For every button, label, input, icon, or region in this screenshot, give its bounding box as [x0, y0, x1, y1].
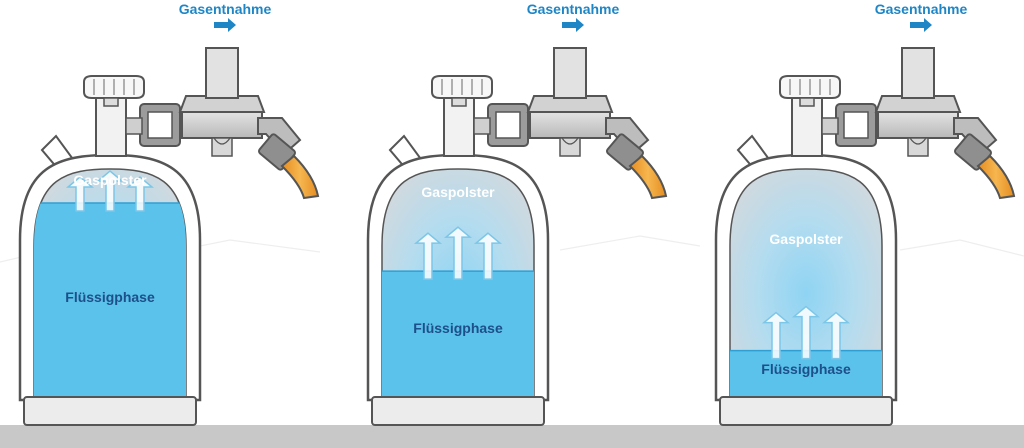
regulator-drain	[907, 137, 929, 157]
gas-outlet-label: Gasentnahme	[875, 1, 968, 17]
regulator-body	[529, 109, 611, 139]
up-arrow-icon	[65, 176, 95, 212]
gas-hose-icon	[280, 154, 320, 200]
connector-nut-face	[147, 111, 173, 139]
right-arrow-icon	[214, 18, 236, 32]
gas-hose-icon	[976, 154, 1016, 200]
right-arrow-icon	[562, 18, 584, 32]
regulator-drain	[559, 137, 581, 157]
valve-spindle	[103, 97, 119, 107]
gas-cushion-label: Gaspolster	[421, 184, 495, 200]
gas-cushion-label: Gaspolster	[769, 231, 843, 247]
cylinder-base-ring	[371, 396, 545, 426]
connector-stub	[821, 117, 839, 135]
gas-hose-icon	[628, 154, 668, 200]
regulator-detail	[909, 137, 927, 145]
regulator-detail	[561, 137, 579, 145]
liquid-phase-label: Flüssigphase	[413, 320, 503, 336]
gas-cushion-area	[729, 168, 883, 397]
liquid-phase-label: Flüssigphase	[65, 289, 155, 305]
liquid-fill	[34, 203, 186, 396]
pressure-regulator-icon	[553, 47, 587, 99]
valve-spindle	[799, 97, 815, 107]
up-arrow-icon	[125, 176, 155, 212]
right-arrow-icon	[910, 18, 932, 32]
regulator-drain	[211, 137, 233, 157]
connector-stub	[473, 117, 491, 135]
gas-outlet-label: Gasentnahme	[527, 1, 620, 17]
pressure-regulator-icon	[901, 47, 935, 99]
up-arrow-icon	[413, 232, 443, 280]
up-arrow-icon	[473, 232, 503, 280]
regulator-detail	[213, 137, 231, 145]
pressure-regulator-icon	[205, 47, 239, 99]
gas-outlet-label: Gasentnahme	[179, 1, 272, 17]
valve-spindle	[451, 97, 467, 107]
regulator-body	[181, 109, 263, 139]
regulator-body	[877, 109, 959, 139]
connector-nut-face	[843, 111, 869, 139]
up-arrow-icon	[443, 226, 473, 280]
liquid-phase-area	[382, 270, 534, 396]
cylinder-base-ring	[719, 396, 893, 426]
cylinder-base-ring	[23, 396, 197, 426]
up-arrow-icon	[95, 170, 125, 212]
liquid-fill	[382, 271, 534, 396]
up-arrow-icon	[761, 311, 791, 360]
connector-stub	[125, 117, 143, 135]
gas-cushion-label: Gaspolster	[73, 172, 147, 188]
up-arrow-icon	[791, 305, 821, 360]
up-arrow-icon	[821, 311, 851, 360]
connector-nut-face	[495, 111, 521, 139]
valve-neck	[443, 97, 475, 157]
floor	[0, 425, 1024, 448]
liquid-phase-label: Flüssigphase	[761, 361, 851, 377]
